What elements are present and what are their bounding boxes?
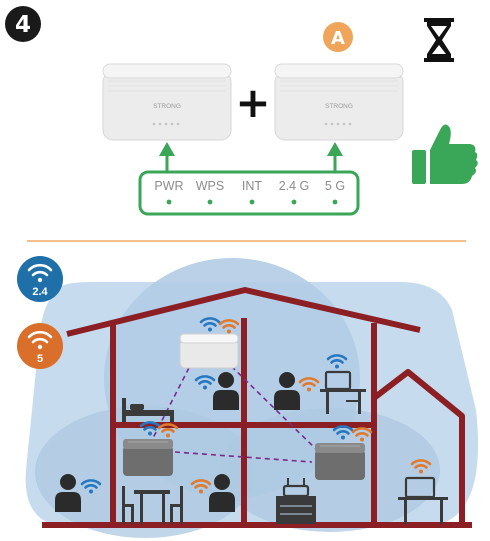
led-24g: 2.4 G [279, 179, 310, 205]
arrow-node-2 [327, 142, 343, 172]
node-2-brand: STRONG [325, 103, 353, 110]
led-dot-24g [291, 199, 297, 205]
led-5g: 5 G [325, 179, 345, 205]
band-label-5: 5 [37, 353, 43, 365]
step-badge: 4 [5, 6, 41, 42]
led-label-wps: WPS [196, 179, 224, 193]
laptop-ground-right [398, 459, 448, 524]
step-number: 4 [15, 12, 31, 38]
node-1-brand: STRONG [153, 103, 181, 110]
led-dot-int [249, 199, 255, 205]
plus-sign: + [235, 78, 270, 127]
led-panel: PWR WPS INT 2.4 G 5 G [138, 170, 360, 216]
band-badge-5: 5 [17, 323, 63, 369]
led-label-pwr: PWR [154, 179, 183, 193]
led-dot-wps [207, 199, 213, 205]
led-pwr: PWR [154, 179, 184, 205]
cabinet-router [276, 478, 316, 524]
mesh-node-1: STRONG [102, 63, 232, 141]
mesh-node-2: STRONG [274, 63, 404, 141]
band-badge-24: 2.4 [17, 256, 63, 302]
hourglass-icon [424, 18, 454, 62]
led-dot-5g [332, 199, 338, 205]
led-label-int: INT [242, 179, 263, 193]
led-dot-pwr [166, 199, 172, 205]
thumbs-up-icon [412, 124, 478, 184]
node-a-badge: A [323, 22, 353, 52]
node-a-letter: A [331, 28, 345, 49]
led-wps: WPS [196, 179, 224, 205]
table-icon [122, 486, 183, 524]
led-int: INT [242, 179, 263, 205]
laptop-top-right [320, 354, 366, 414]
router-top-floor [179, 317, 240, 369]
band-label-24: 2.4 [32, 286, 48, 298]
arrow-node-1 [159, 142, 175, 172]
bed-icon [122, 398, 174, 422]
led-label-5g: 5 G [325, 179, 345, 193]
led-label-24g: 2.4 G [279, 179, 310, 193]
